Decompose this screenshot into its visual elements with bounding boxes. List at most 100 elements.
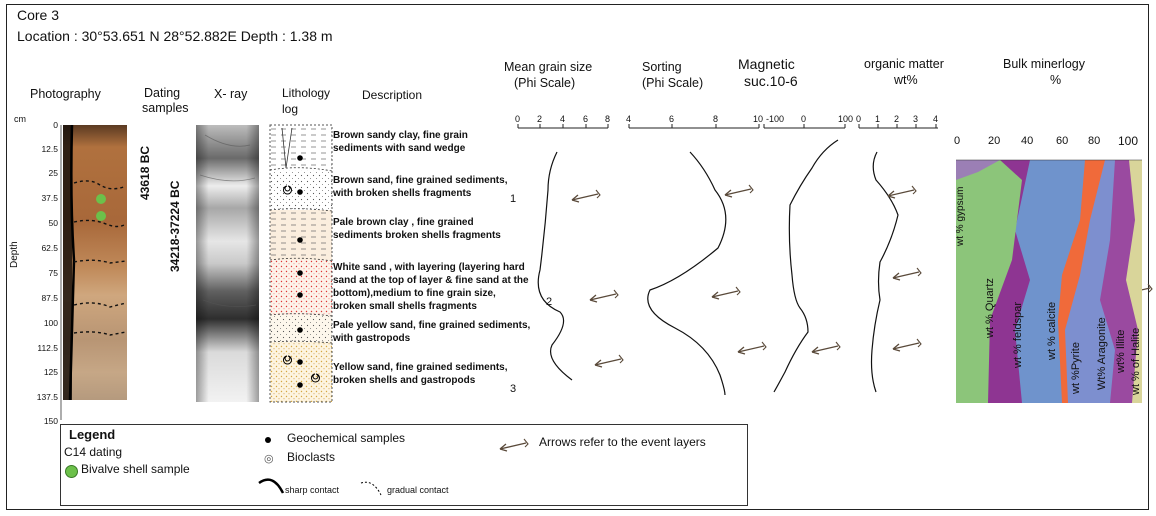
depth-tick: 112.5 <box>37 343 58 353</box>
dating-sample-1: 43618 BC <box>138 145 152 200</box>
legend-box: Legend C14 dating Bivalve shell sample G… <box>60 424 748 506</box>
header-sorting-scale: (Phi Scale) <box>642 76 704 90</box>
organic-matter-curve <box>870 151 899 393</box>
depth-tick: 137.5 <box>36 392 58 402</box>
description-layer-6: Yellow sand, fine grained sediments,brok… <box>333 362 508 386</box>
bulk-tick: 20 <box>988 135 1001 147</box>
location-line: Location : 30°53.651 N 28°52.882E Depth … <box>17 28 333 44</box>
gradual-contact-icon <box>360 481 382 496</box>
depth-tick: 50 <box>48 218 58 228</box>
bivalve-sample-dot <box>96 194 106 204</box>
depth-tick: 150 <box>43 416 58 426</box>
dating-sample-2: 34218-37224 BC <box>168 180 182 272</box>
depth-tick: 125 <box>43 367 58 377</box>
description-layer-5: Pale yellow sand, fine grained sediments… <box>333 320 531 344</box>
header-bulk-unit: % <box>1050 73 1062 87</box>
bulk-tick: 80 <box>1088 135 1101 147</box>
bulk-label-halite: wt % of Halite <box>1130 327 1142 395</box>
header-grain-scale: (Phi Scale) <box>514 76 576 90</box>
bivalve-sample-dot <box>96 211 106 221</box>
core-title: Core 3 <box>17 7 60 23</box>
figure-frame <box>6 4 1149 510</box>
sorting-tick: 6 <box>669 114 675 124</box>
description-layer-2: Brown sand, fine grained sediments,with … <box>333 175 508 199</box>
xray-image <box>196 125 259 402</box>
magnetic-tick: 100 <box>838 114 854 124</box>
grain-tick: 2 <box>537 114 543 124</box>
scale-axes <box>517 124 938 129</box>
legend-bivalve: Bivalve shell sample <box>81 462 190 476</box>
bulk-tick: 60 <box>1056 135 1069 147</box>
description-layer-4: White sand , with layering (layering har… <box>333 262 529 312</box>
magnetic-tick: -100 <box>766 114 785 124</box>
sharp-contact-icon <box>258 478 285 494</box>
legend-c14: C14 dating <box>64 445 123 459</box>
depth-tick: 0 <box>53 120 58 130</box>
legend-sharp: sharp contact <box>285 485 340 495</box>
bivalve-legend-icon <box>65 465 78 478</box>
depth-tick: 25 <box>48 168 58 178</box>
bulk-label-illite: wt% Illite <box>1115 329 1127 373</box>
sorting-tick: 8 <box>713 114 719 124</box>
bioclast-icon: ◎ <box>264 453 274 465</box>
header-sorting: Sorting <box>642 60 682 74</box>
header-bulk: Bulk minerlogy <box>1003 57 1085 71</box>
legend-arrows: Arrows refer to the event layers <box>539 435 706 449</box>
sorting-tick: 10 <box>753 114 764 124</box>
grain-tick: 6 <box>583 114 589 124</box>
organic-tick: 1 <box>875 114 881 124</box>
bulk-label-gypsum: wt % gypsum <box>955 186 966 246</box>
geochemical-sample-icon <box>265 437 271 443</box>
bulk-label-quartz: wt % Quartz <box>984 278 996 338</box>
organic-tick: 2 <box>894 114 900 124</box>
grain-size-curve <box>537 151 573 381</box>
depth-unit: cm <box>14 114 26 124</box>
depth-tick: 37.5 <box>41 193 58 203</box>
header-xray: X- ray <box>214 87 248 101</box>
sorting-tick: 4 <box>626 114 632 124</box>
event-arrow-icon <box>499 438 529 452</box>
bulk-label-aragonite: Wt% Aragonite <box>1096 317 1108 390</box>
organic-tick: 3 <box>913 114 919 124</box>
bulk-tick: 100 <box>1118 134 1139 148</box>
header-description: Description <box>362 88 423 102</box>
magnetic-tick: 0 <box>801 114 807 124</box>
sorting-curve <box>647 151 727 396</box>
event-number: 1 <box>510 193 517 205</box>
legend-bioclasts: Bioclasts <box>287 450 336 464</box>
bulk-mineralogy-chart <box>956 159 1142 403</box>
header-samples: samples <box>142 101 189 115</box>
legend-geochem: Geochemical samples <box>287 431 406 445</box>
depth-tick: 62.5 <box>41 243 58 253</box>
core-photograph <box>63 124 127 401</box>
magnetic-curve <box>773 139 839 393</box>
bulk-label-calcite: wt % calcite <box>1046 301 1058 360</box>
bulk-label-feldspar: wt % feldspar <box>1012 301 1024 368</box>
header-dating: Dating <box>144 86 181 100</box>
bulk-tick: 40 <box>1021 135 1034 147</box>
depth-tick: 12.5 <box>41 144 58 154</box>
event-number: 3 <box>510 383 517 395</box>
legend-gradual: gradual contact <box>387 485 449 495</box>
header-log: log <box>282 102 299 116</box>
header-magnetic: Magnetic <box>738 56 795 72</box>
header-magnetic-unit: suc.10-6 <box>744 73 798 89</box>
organic-tick: 4 <box>933 114 939 124</box>
header-organic: organic matter <box>864 57 944 71</box>
lithology-log <box>269 124 333 403</box>
event-number: 2 <box>546 296 553 308</box>
header-photography: Photography <box>30 87 101 101</box>
depth-tick: 75 <box>48 268 58 278</box>
legend-title: Legend <box>69 427 116 442</box>
header-organic-unit: wt% <box>894 73 918 87</box>
header-grain-size: Mean grain size <box>504 60 593 74</box>
depth-tick: 87.5 <box>41 293 58 303</box>
grain-tick: 4 <box>560 114 566 124</box>
header-lithology: Lithology <box>282 86 331 100</box>
organic-tick: 0 <box>856 114 862 124</box>
depth-tick: 100 <box>43 318 58 328</box>
bulk-tick: 0 <box>954 135 961 147</box>
